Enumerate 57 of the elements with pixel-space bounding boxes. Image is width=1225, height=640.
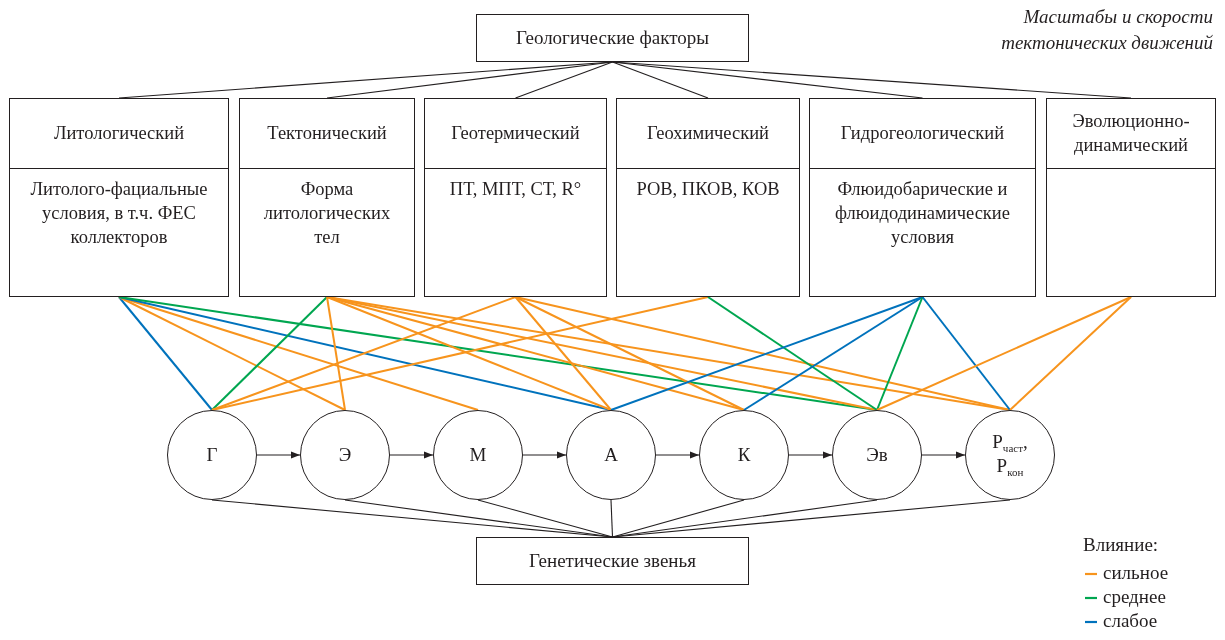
factor-heading: Тектонический bbox=[267, 121, 387, 145]
factor-description: ПТ, МПТ, СТ, R° bbox=[449, 179, 582, 199]
box-label: Генетические звенья bbox=[529, 550, 696, 572]
connector-line bbox=[211, 296, 709, 411]
connector-line bbox=[876, 296, 1132, 411]
connector-line bbox=[477, 499, 614, 538]
connector-line bbox=[610, 499, 614, 538]
arrow bbox=[921, 451, 966, 459]
factor-description: РОВ, ПКОВ, КОВ bbox=[636, 179, 780, 199]
connector-line bbox=[876, 296, 924, 411]
legend-title: Влияние: bbox=[1083, 533, 1159, 557]
connector-line bbox=[743, 296, 924, 411]
connector-line bbox=[118, 296, 479, 411]
connector-line bbox=[921, 296, 1011, 411]
arrow bbox=[522, 451, 567, 459]
circle-label: А bbox=[604, 444, 618, 466]
arrow bbox=[256, 451, 301, 459]
connector-line bbox=[211, 296, 328, 411]
connector-line bbox=[514, 61, 614, 99]
factor-box bbox=[424, 98, 607, 297]
factor-box bbox=[9, 98, 229, 297]
factor-box bbox=[809, 98, 1036, 297]
circle-label: К bbox=[737, 444, 751, 466]
connector-line bbox=[326, 296, 346, 411]
factor-box bbox=[239, 98, 415, 297]
legend-label: слабое bbox=[1103, 610, 1158, 632]
factor-heading: Гидрогеологический bbox=[840, 121, 1005, 145]
factor-box bbox=[1046, 98, 1216, 297]
category-box bbox=[476, 14, 749, 62]
arrow bbox=[788, 451, 833, 459]
note-text: Масштабы и скорости тектонических движений bbox=[1000, 5, 1213, 55]
legend-label: среднее bbox=[1103, 586, 1166, 608]
legend-label: сильное bbox=[1103, 562, 1169, 584]
circle-label: Эв bbox=[866, 444, 888, 466]
circle-label: Г bbox=[206, 444, 218, 466]
factor-description: Форма литологических тел bbox=[263, 179, 391, 248]
connector-line bbox=[118, 296, 213, 411]
circle-label: М bbox=[469, 444, 487, 466]
factor-heading: Геотермический bbox=[451, 121, 580, 145]
factor-heading: Литологический bbox=[53, 121, 185, 145]
arrow bbox=[389, 451, 434, 459]
circle-label: Р$_{част}$, Р$_{кон}$ bbox=[991, 431, 1029, 479]
connector-line bbox=[514, 296, 745, 411]
factor-heading: Геохимический bbox=[647, 121, 769, 145]
circle-label: Э bbox=[338, 444, 352, 466]
arrow bbox=[655, 451, 700, 459]
connector-line bbox=[1009, 296, 1132, 411]
connector-line bbox=[707, 296, 878, 411]
connector-line bbox=[514, 296, 612, 411]
connector-line bbox=[326, 296, 612, 411]
connector-line bbox=[211, 296, 517, 411]
category-box bbox=[476, 537, 749, 585]
factor-box bbox=[616, 98, 800, 297]
factor-description: Флюидобарические и флюидодинамические условия bbox=[835, 179, 1010, 248]
box-label: Геологические факторы bbox=[515, 27, 710, 49]
factor-heading: Эволюционно-динамический bbox=[1071, 110, 1191, 157]
factor-description: Литолого-фациальные условия, в т.ч. ФЕС коллекторов bbox=[30, 179, 208, 248]
